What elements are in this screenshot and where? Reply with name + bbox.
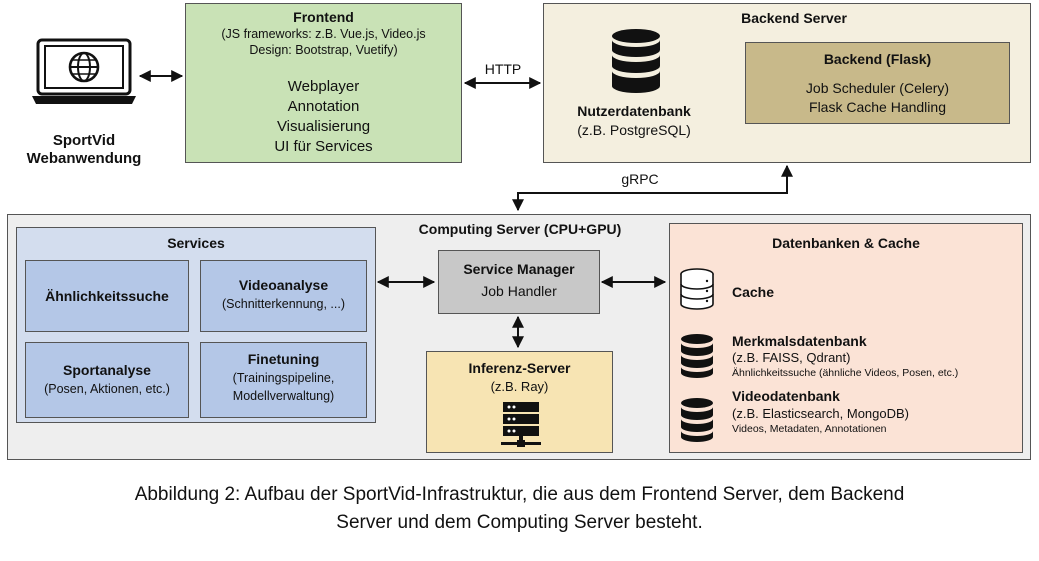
backend-flask-box: Backend (Flask) Job Scheduler (Celery) F… xyxy=(745,42,1010,124)
datenbanken-cache-box: Datenbanken & Cache Cache Merkmalsdatenb… xyxy=(669,223,1023,453)
computing-server-box: Computing Server (CPU+GPU) Services Ähnl… xyxy=(7,214,1031,460)
cache-database-icon xyxy=(680,268,714,310)
arrow-grpc xyxy=(512,164,793,212)
backend-flask-line-1: Job Scheduler (Celery) xyxy=(805,80,950,96)
merkmalsdatenbank-icon xyxy=(681,334,713,378)
backend-flask-title: Backend (Flask) xyxy=(823,51,932,67)
service-aehnlichkeitssuche: Ähnlichkeitssuche xyxy=(25,260,189,332)
service-aehnlichkeitssuche-label: Ähnlichkeitssuche xyxy=(45,288,169,304)
service-manager-box: Service Manager Job Handler xyxy=(438,250,600,314)
inferenz-server-title: Inferenz-Server xyxy=(468,360,571,376)
nutzerdatenbank-title: Nutzerdatenbank xyxy=(577,103,691,119)
service-sportanalyse-sub: (Posen, Aktionen, etc.) xyxy=(44,382,170,396)
inferenz-server-sub: (z.B. Ray) xyxy=(490,379,549,394)
client-label-2: Webanwendung xyxy=(26,150,142,167)
frontend-item-annotation: Annotation xyxy=(287,98,360,115)
merkmalsdatenbank-title: Merkmalsdatenbank xyxy=(732,333,867,349)
merkmalsdatenbank-sub: (z.B. FAISS, Qdrant) xyxy=(732,350,851,365)
server-icon xyxy=(501,402,541,447)
services-title: Services xyxy=(167,235,225,251)
caption-line-2: Server und dem Computing Server besteht. xyxy=(336,512,703,533)
frontend-item-webplayer: Webplayer xyxy=(287,78,360,95)
service-videoanalyse-sub: (Schnitterkennung, ...) xyxy=(222,297,345,311)
inferenz-server-box: Inferenz-Server (z.B. Ray) xyxy=(426,351,613,453)
nutzerdatenbank-sub: (z.B. PostgreSQL) xyxy=(577,122,691,138)
videodatenbank-desc: Videos, Metadaten, Annotationen xyxy=(732,423,887,435)
service-finetuning-title: Finetuning xyxy=(247,351,320,367)
backend-flask-line-2: Flask Cache Handling xyxy=(809,99,946,115)
laptop-globe-icon xyxy=(32,38,136,104)
service-finetuning-sub-1: (Trainingspipeline, xyxy=(232,371,335,385)
frontend-sub-1: (JS frameworks: z.B. Vue.js, Video.js xyxy=(221,27,426,41)
merkmalsdatenbank-desc: Ähnlichkeitssuche (ähnliche Videos, Pose… xyxy=(732,367,959,379)
videodatenbank-title: Videodatenbank xyxy=(732,388,840,404)
backend-server-box: Backend Server Nutzerdatenbank (z.B. Pos… xyxy=(543,3,1031,163)
datenbanken-cache-title: Datenbanken & Cache xyxy=(772,235,920,251)
frontend-item-visualisierung: Visualisierung xyxy=(276,118,371,135)
frontend-box: Frontend (JS frameworks: z.B. Vue.js, Vi… xyxy=(185,3,462,163)
frontend-sub-2: Design: Bootstrap, Vuetify) xyxy=(249,43,398,57)
computing-server-title: Computing Server (CPU+GPU) xyxy=(418,221,622,237)
caption-line-1: Abbildung 2: Aufbau der SportVid-Infrast… xyxy=(134,484,905,505)
database-icon xyxy=(612,29,660,93)
service-finetuning-sub-2: Modellverwaltung) xyxy=(232,389,335,403)
service-finetuning: Finetuning (Trainingspipeline, Modellver… xyxy=(200,342,367,418)
http-label: HTTP xyxy=(484,61,522,77)
cache-title: Cache xyxy=(732,284,775,300)
frontend-title: Frontend xyxy=(293,9,354,25)
service-sportanalyse: Sportanalyse (Posen, Aktionen, etc.) xyxy=(25,342,189,418)
service-sportanalyse-title: Sportanalyse xyxy=(63,362,151,378)
client-label-1: SportVid xyxy=(52,132,116,149)
services-box: Services Ähnlichkeitssuche Videoanalyse … xyxy=(16,227,376,423)
backend-server-title: Backend Server xyxy=(741,10,847,26)
videodatenbank-sub: (z.B. Elasticsearch, MongoDB) xyxy=(732,406,910,421)
service-manager-title: Service Manager xyxy=(463,261,575,277)
frontend-item-ui-services: UI für Services xyxy=(274,138,373,155)
service-videoanalyse: Videoanalyse (Schnitterkennung, ...) xyxy=(200,260,367,332)
service-videoanalyse-title: Videoanalyse xyxy=(238,277,329,293)
service-manager-sub: Job Handler xyxy=(481,283,557,299)
videodatenbank-icon xyxy=(681,398,713,442)
